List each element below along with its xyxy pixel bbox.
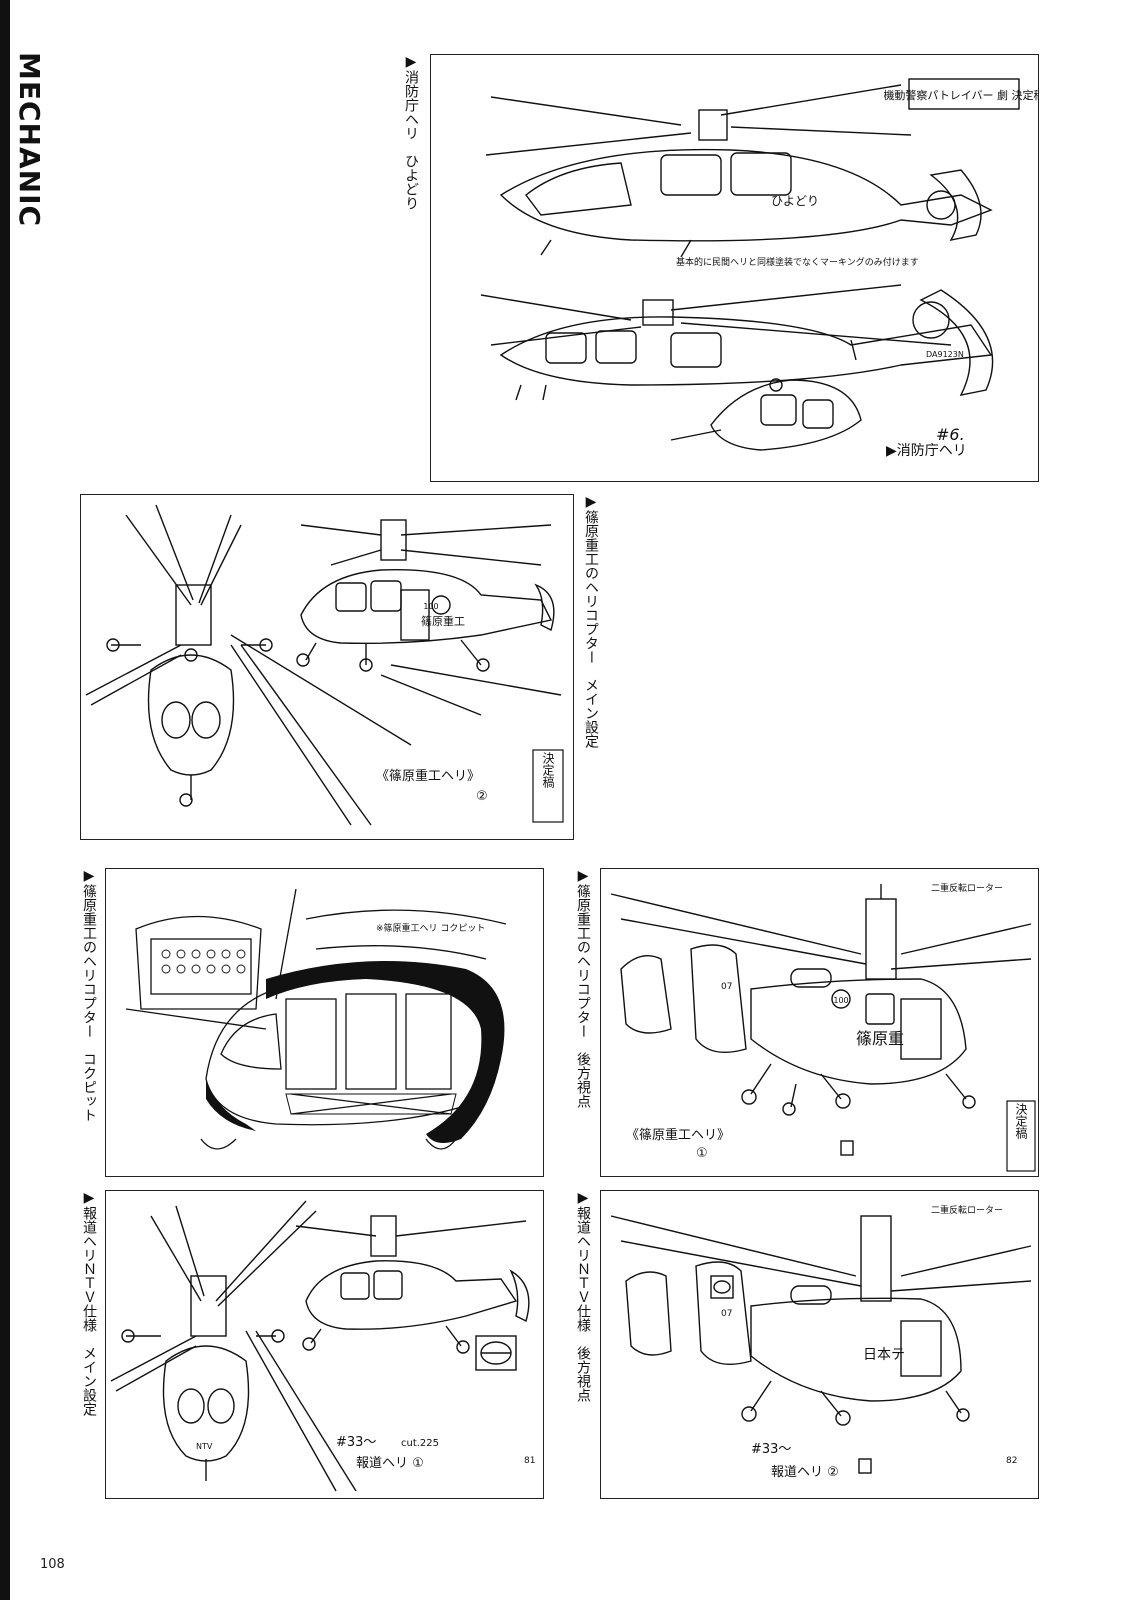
fire-heli-cut: #6. [936, 425, 965, 444]
shinohara-rear-title: 《篠原重工ヘリ》 [626, 1127, 730, 1143]
shinohara-rear-drawing: 100 07 篠原重 二重反転ローター 《篠原重工ヘリ》 ① 決定稿 [610, 882, 1036, 1172]
fire-heli-hull-label: ひよどり [771, 194, 819, 208]
fire-heli-stamp: 機動警察パトレイバー 劇 決定稿 [883, 88, 1038, 102]
ntv-rear-label: 報道ヘリ ② [771, 1465, 839, 1480]
fire-heli-label: ▶消防庁ヘリ [886, 443, 967, 459]
shinohara-main-num: ② [476, 789, 488, 804]
shinohara-rear-note: 二重反転ローター [931, 882, 1003, 894]
ntv-main-nose: NTV [196, 1442, 213, 1451]
panel-shinohara-cockpit: ※篠原重工ヘリ コクピット [105, 868, 544, 1177]
ntv-rear-tail: 07 [721, 1309, 732, 1319]
panel-ntv-main: NTV #33〜 cut.225 報道ヘリ ① 81 [105, 1190, 544, 1499]
section-bar [0, 0, 10, 1600]
shinohara-rear-hull: 篠原重 [856, 1029, 904, 1048]
caption-shinohara-rear: ▶篠原重工のヘリコプター 後方視点 [575, 868, 591, 1108]
panel-ntv-rear: 07 日本テ 二重反転ローター #33〜 報道ヘリ ② 82 [600, 1190, 1039, 1499]
shinohara-main-hull: 篠原重工 [421, 614, 465, 628]
shinohara-main-title: 《篠原重工ヘリ》 [376, 768, 480, 784]
shinohara-main-stamp: 決定稿 [541, 752, 555, 789]
caption-ntv-rear: ▶報道ヘリＮＴＶ仕様 後方視点 [575, 1190, 591, 1402]
shinohara-rear-badge: 100 [833, 996, 848, 1005]
ntv-rear-drawing: 07 日本テ 二重反転ローター #33〜 報道ヘリ ② 82 [610, 1204, 1032, 1480]
ntv-main-cut: #33〜 [336, 1435, 376, 1450]
fire-heli-note: 基本的に民間ヘリと同様塗装でなくマーキングのみ付けます [676, 256, 919, 268]
shinohara-rear-stamp: 決定稿 [1014, 1103, 1028, 1140]
panel-fire-heli: 機動警察パトレイバー 劇 決定稿 ひよどり 基本的に民間ヘリと同様塗装でなくマー… [430, 54, 1039, 482]
fire-heli-reg: DA9123N [926, 350, 964, 359]
panel-shinohara-main: 100 篠原重工 《篠原重工ヘリ》 ② 決定稿 [80, 494, 574, 840]
caption-ntv-main: ▶報道ヘリＮＴＶ仕様 メイン設定 [81, 1190, 97, 1416]
shinohara-rear-tail: 07 [721, 982, 732, 992]
ntv-rear-note: 二重反転ローター [931, 1204, 1003, 1216]
ntv-rear-cut: #33〜 [751, 1442, 791, 1457]
shinohara-main-badge: 100 [423, 602, 438, 611]
shinohara-main-drawing: 100 篠原重工 《篠原重工ヘリ》 ② 決定稿 [85, 504, 564, 826]
ntv-rear-pagenum: 82 [1006, 1456, 1017, 1466]
ntv-main-label: 報道ヘリ ① [356, 1456, 424, 1471]
page-number: 108 [40, 1557, 65, 1572]
panel-shinohara-rear: 100 07 篠原重 二重反転ローター 《篠原重工ヘリ》 ① 決定稿 [600, 868, 1039, 1177]
shinohara-rear-num: ① [696, 1146, 708, 1161]
section-title: MECHANIC [13, 52, 46, 228]
shinohara-cockpit-drawing: ※篠原重工ヘリ コクピット [125, 888, 507, 1150]
ntv-main-drawing: NTV #33〜 cut.225 報道ヘリ ① 81 [110, 1200, 535, 1492]
fire-heli-drawing: 機動警察パトレイバー 劇 決定稿 ひよどり 基本的に民間ヘリと同様塗装でなくマー… [480, 78, 1038, 459]
caption-shinohara-cockpit: ▶篠原重工のヘリコプター コクピット [81, 868, 97, 1122]
ntv-main-cutnum: cut.225 [401, 1438, 439, 1449]
caption-fire-heli: ▶消防庁ヘリ ひよどり [403, 54, 419, 210]
caption-shinohara-main: ▶篠原重工のヘリコプター メイン設定 [583, 494, 599, 748]
ntv-rear-hull: 日本テ [863, 1347, 905, 1363]
ntv-main-pagenum: 81 [524, 1456, 535, 1466]
shinohara-cockpit-note: ※篠原重工ヘリ コクピット [376, 922, 485, 934]
